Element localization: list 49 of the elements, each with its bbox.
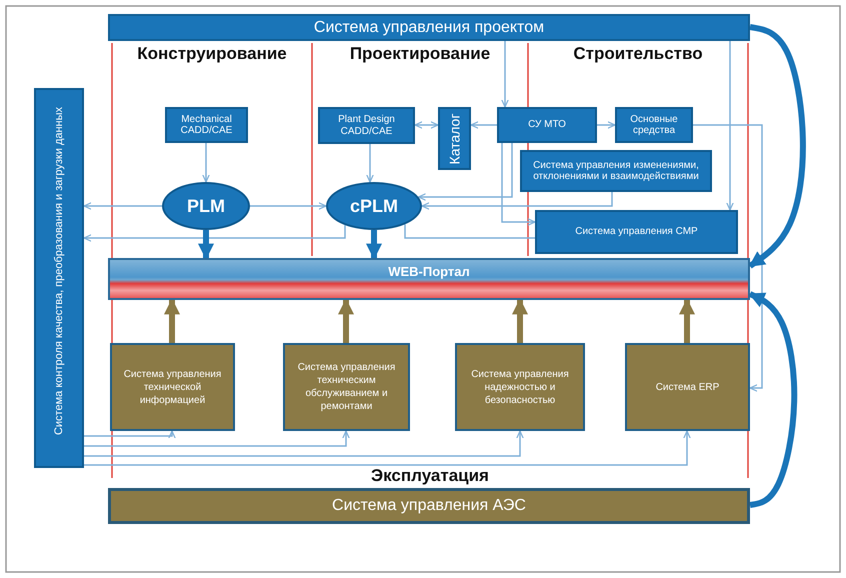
system-box: Система ERP [625,343,750,431]
process-box: СУ МТО [497,107,597,143]
arrow [250,202,327,210]
node-text: Каталог [446,112,462,166]
arrow [366,144,374,183]
arrow [512,298,528,343]
arrow [748,291,798,508]
arrow [84,430,524,457]
arrow [501,41,509,108]
arrow [414,121,439,129]
system-ellipse: cPLM [326,182,422,230]
portal-bar: WEB-Портал [108,258,750,300]
arrow [421,192,613,210]
arrow [338,298,354,343]
arrow [84,430,176,439]
arrow [748,24,806,268]
process-box [438,107,471,170]
system-box: Система управления надежностью и безопасностью [455,343,585,431]
section-heading: Строительство [572,44,704,64]
process-box: Основные средства [615,107,693,143]
arrow [202,143,210,183]
arrow [418,143,513,201]
arrow [726,41,734,211]
process-box: Система управления изменениями, отклонениями и взаимодействиями [520,150,712,192]
arrow [83,225,346,242]
arrow [693,124,763,392]
process-box: Plant Design CADD/CAE [318,107,415,144]
arrow [470,121,497,129]
section-heading: Эксплуатация [370,466,490,486]
arrow [597,121,616,129]
arrow [83,202,162,210]
node-text: Система контроля качества, преобразования и загрузки данных [52,106,66,438]
arrow [164,298,180,343]
section-heading: Конструирование [136,44,288,64]
process-box: Система управления СМР [535,210,738,254]
system-bar: Система управления АЭС [108,488,750,524]
system-box: Система управления техническим обслуживанием и ремонтами [283,343,410,431]
arrow [366,230,382,260]
arrow [84,430,691,466]
system-ellipse: PLM [162,182,250,230]
section-heading: Проектирование [348,44,492,64]
arrow [679,298,695,343]
side-bar [34,88,84,468]
system-box: Система управления технической информацией [110,343,235,431]
arrow [84,430,350,447]
title-bar: Система управления проектом [108,14,750,41]
arrow [198,230,214,260]
arrow [501,143,536,226]
process-box: Mechanical CADD/CAE [165,107,248,143]
